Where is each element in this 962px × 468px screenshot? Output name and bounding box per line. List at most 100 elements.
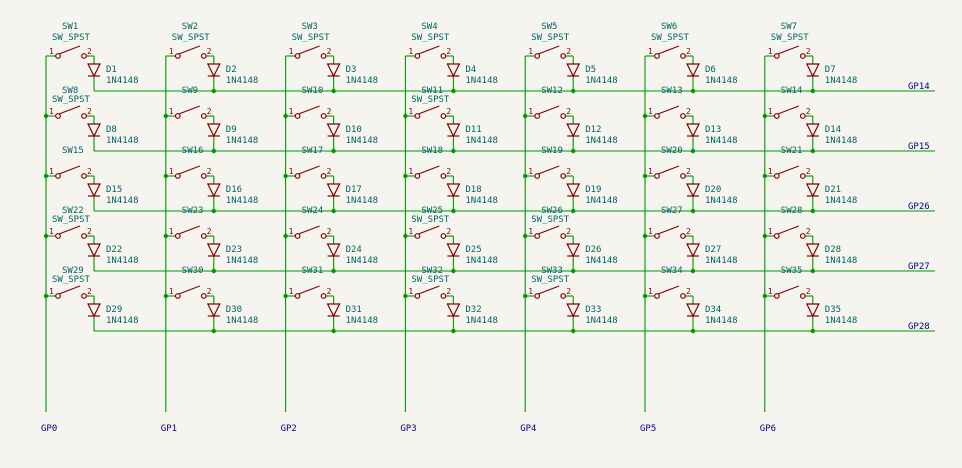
- diode-triangle: [446, 303, 461, 318]
- switch-pin-2-label: 2: [87, 47, 92, 56]
- switch-pin-1-label: 1: [768, 47, 773, 56]
- switch-reference-label: SW29: [62, 266, 84, 276]
- diode-value-label: 1N4148: [825, 76, 858, 86]
- junction-dot: [211, 268, 216, 274]
- junction-dot: [211, 328, 216, 334]
- switch-reference-label: SW32: [421, 266, 443, 276]
- switch-pin-2-label: 2: [806, 47, 811, 56]
- diode-triangle: [446, 183, 461, 198]
- diode-reference-label: D23: [226, 245, 242, 255]
- column-net-label: GP2: [281, 424, 297, 434]
- switch-pin-2-label: 2: [566, 287, 571, 296]
- switch-contact-right: [680, 173, 686, 179]
- switch-contact-left: [174, 233, 181, 239]
- switch-pin-2-label: 2: [686, 227, 691, 236]
- row-net-label: GP15: [908, 142, 930, 152]
- switch-lever: [58, 225, 81, 235]
- switch-pin-2-label: 2: [87, 227, 92, 236]
- switch-contact-left: [773, 113, 780, 119]
- diode-triangle: [326, 183, 341, 198]
- switch-pin-2-label: 2: [327, 47, 332, 56]
- switch-lever: [657, 225, 680, 235]
- diode-triangle: [805, 183, 820, 198]
- junction-dot: [331, 328, 336, 334]
- switch-pin-1-label: 1: [528, 107, 533, 116]
- switch-contact-left: [294, 173, 301, 179]
- switch-pin-1-label: 1: [648, 227, 653, 236]
- switch-pin-2-label: 2: [686, 107, 691, 116]
- switch-pin-1-label: 1: [528, 167, 533, 176]
- switch-pin-1-label: 1: [648, 167, 653, 176]
- column-net-label: GP3: [400, 424, 416, 434]
- switch-pin-1-label: 1: [289, 107, 294, 116]
- diode-triangle: [686, 63, 700, 78]
- diode-triangle: [446, 243, 461, 258]
- diode-reference-label: D29: [106, 305, 122, 315]
- junction-dot: [43, 113, 49, 119]
- switch-reference-label: SW20: [661, 146, 683, 156]
- diode-value-label: 1N4148: [465, 136, 498, 146]
- switch-pin-1-label: 1: [648, 107, 653, 116]
- switch-contact-left: [534, 293, 541, 299]
- switch-pin-2-label: 2: [446, 47, 451, 56]
- junction-dot: [762, 293, 767, 299]
- switch-pin-2-label: 2: [207, 287, 212, 296]
- switch-value-label: SW_SPST: [531, 33, 570, 43]
- switch-value-label: SW_SPST: [531, 215, 570, 225]
- junction-dot: [523, 173, 528, 179]
- switch-contact-left: [654, 113, 660, 119]
- switch-value-label: SW_SPST: [411, 95, 450, 105]
- switch-contact-left: [654, 293, 660, 299]
- diode-value-label: 1N4148: [705, 196, 738, 206]
- switch-lever: [298, 105, 320, 115]
- diode-value-label: 1N4148: [106, 196, 139, 206]
- switch-reference-label: SW18: [421, 146, 443, 156]
- wire-layer: [43, 55, 935, 412]
- switch-contact-left: [174, 173, 181, 179]
- junction-dot: [403, 173, 408, 179]
- junction-dot: [331, 208, 336, 214]
- switch-lever: [298, 45, 320, 55]
- diode-reference-label: D13: [705, 125, 721, 135]
- column-net-label: GP1: [161, 424, 177, 434]
- switch-reference-label: SW6: [661, 22, 677, 32]
- switch-contact-left: [414, 113, 421, 119]
- diode-value-label: 1N4148: [226, 196, 259, 206]
- diode-value-label: 1N4148: [346, 76, 379, 86]
- switch-contact-right: [560, 233, 567, 239]
- junction-dot: [163, 113, 168, 119]
- switch-contact-right: [320, 173, 327, 179]
- switch-contact-left: [414, 53, 421, 59]
- switch-contact-right: [440, 233, 447, 239]
- switch-pin-1-label: 1: [169, 47, 174, 56]
- diode-value-label: 1N4148: [465, 196, 498, 206]
- switch-lever: [178, 105, 201, 115]
- row-net-label: GP27: [908, 262, 930, 272]
- switch-lever: [298, 225, 320, 235]
- switch-reference-label: SW23: [182, 206, 204, 216]
- switch-contact-left: [294, 53, 301, 59]
- junction-dot: [642, 173, 648, 179]
- diode-triangle: [446, 123, 461, 138]
- diode-reference-label: D1: [106, 65, 117, 75]
- switch-pin-2-label: 2: [327, 107, 332, 116]
- diode-reference-label: D12: [585, 125, 601, 135]
- switch-lever: [537, 165, 560, 175]
- diode-reference-label: D14: [825, 125, 841, 135]
- diode-triangle: [206, 183, 221, 198]
- switch-pin-2-label: 2: [446, 167, 451, 176]
- switch-pin-2-label: 2: [806, 287, 811, 296]
- diode-triangle: [566, 183, 581, 198]
- diode-reference-label: D31: [346, 305, 362, 315]
- switch-contact-left: [414, 293, 421, 299]
- diode-value-label: 1N4148: [226, 136, 259, 146]
- switch-contact-left: [654, 233, 660, 239]
- switch-contact-left: [294, 233, 301, 239]
- diode-value-label: 1N4148: [585, 76, 618, 86]
- switch-contact-right: [320, 293, 327, 299]
- switch-lever: [178, 165, 201, 175]
- diode-reference-label: D26: [585, 245, 601, 255]
- diode-triangle: [206, 63, 221, 78]
- switch-contact-right: [799, 173, 806, 179]
- junction-dot: [163, 293, 168, 299]
